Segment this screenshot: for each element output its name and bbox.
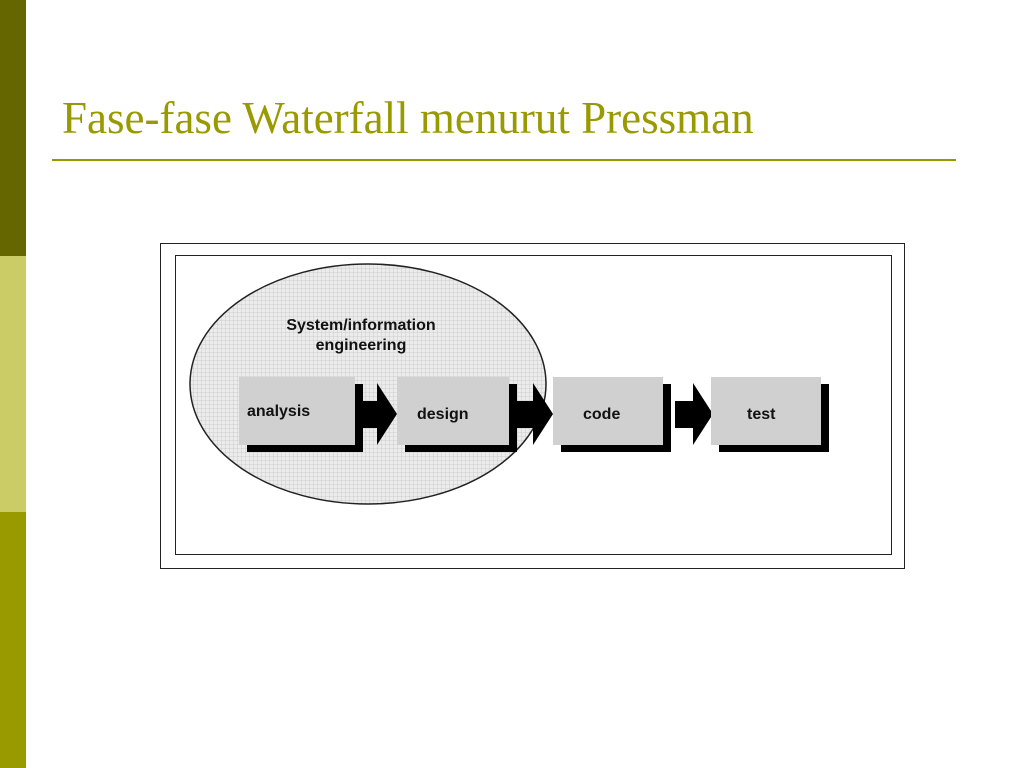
ellipse-label-line1: System/information [286, 317, 435, 334]
phase-analysis: analysis [239, 377, 363, 452]
figure-inner-border [175, 255, 892, 555]
phase-code: code [553, 377, 671, 452]
phase-box [553, 377, 663, 445]
phase-box [239, 377, 355, 445]
sidebar-dark-segment [0, 0, 26, 256]
slide-title: Fase-fase Waterfall menurut Pressman [62, 93, 754, 143]
ellipse-label-line2: engineering [316, 337, 407, 354]
phase-label: test [747, 406, 776, 423]
arrow-right-icon [675, 383, 713, 445]
title-underline [52, 159, 956, 161]
phase-box [397, 377, 509, 445]
phase-test: test [711, 377, 829, 452]
phase-label: code [583, 406, 620, 423]
figure-frame: System/information engineering analysis … [160, 243, 905, 569]
phase-label: design [417, 406, 469, 423]
phase-box [711, 377, 821, 445]
arrow-right-icon [359, 383, 397, 445]
sidebar-light-segment [0, 256, 26, 512]
arrow-right-icon [515, 383, 553, 445]
phase-design: design [397, 377, 517, 452]
phase-label: analysis [247, 403, 310, 420]
sidebar-olive-segment [0, 512, 26, 768]
waterfall-diagram: System/information engineering analysis … [189, 263, 829, 505]
